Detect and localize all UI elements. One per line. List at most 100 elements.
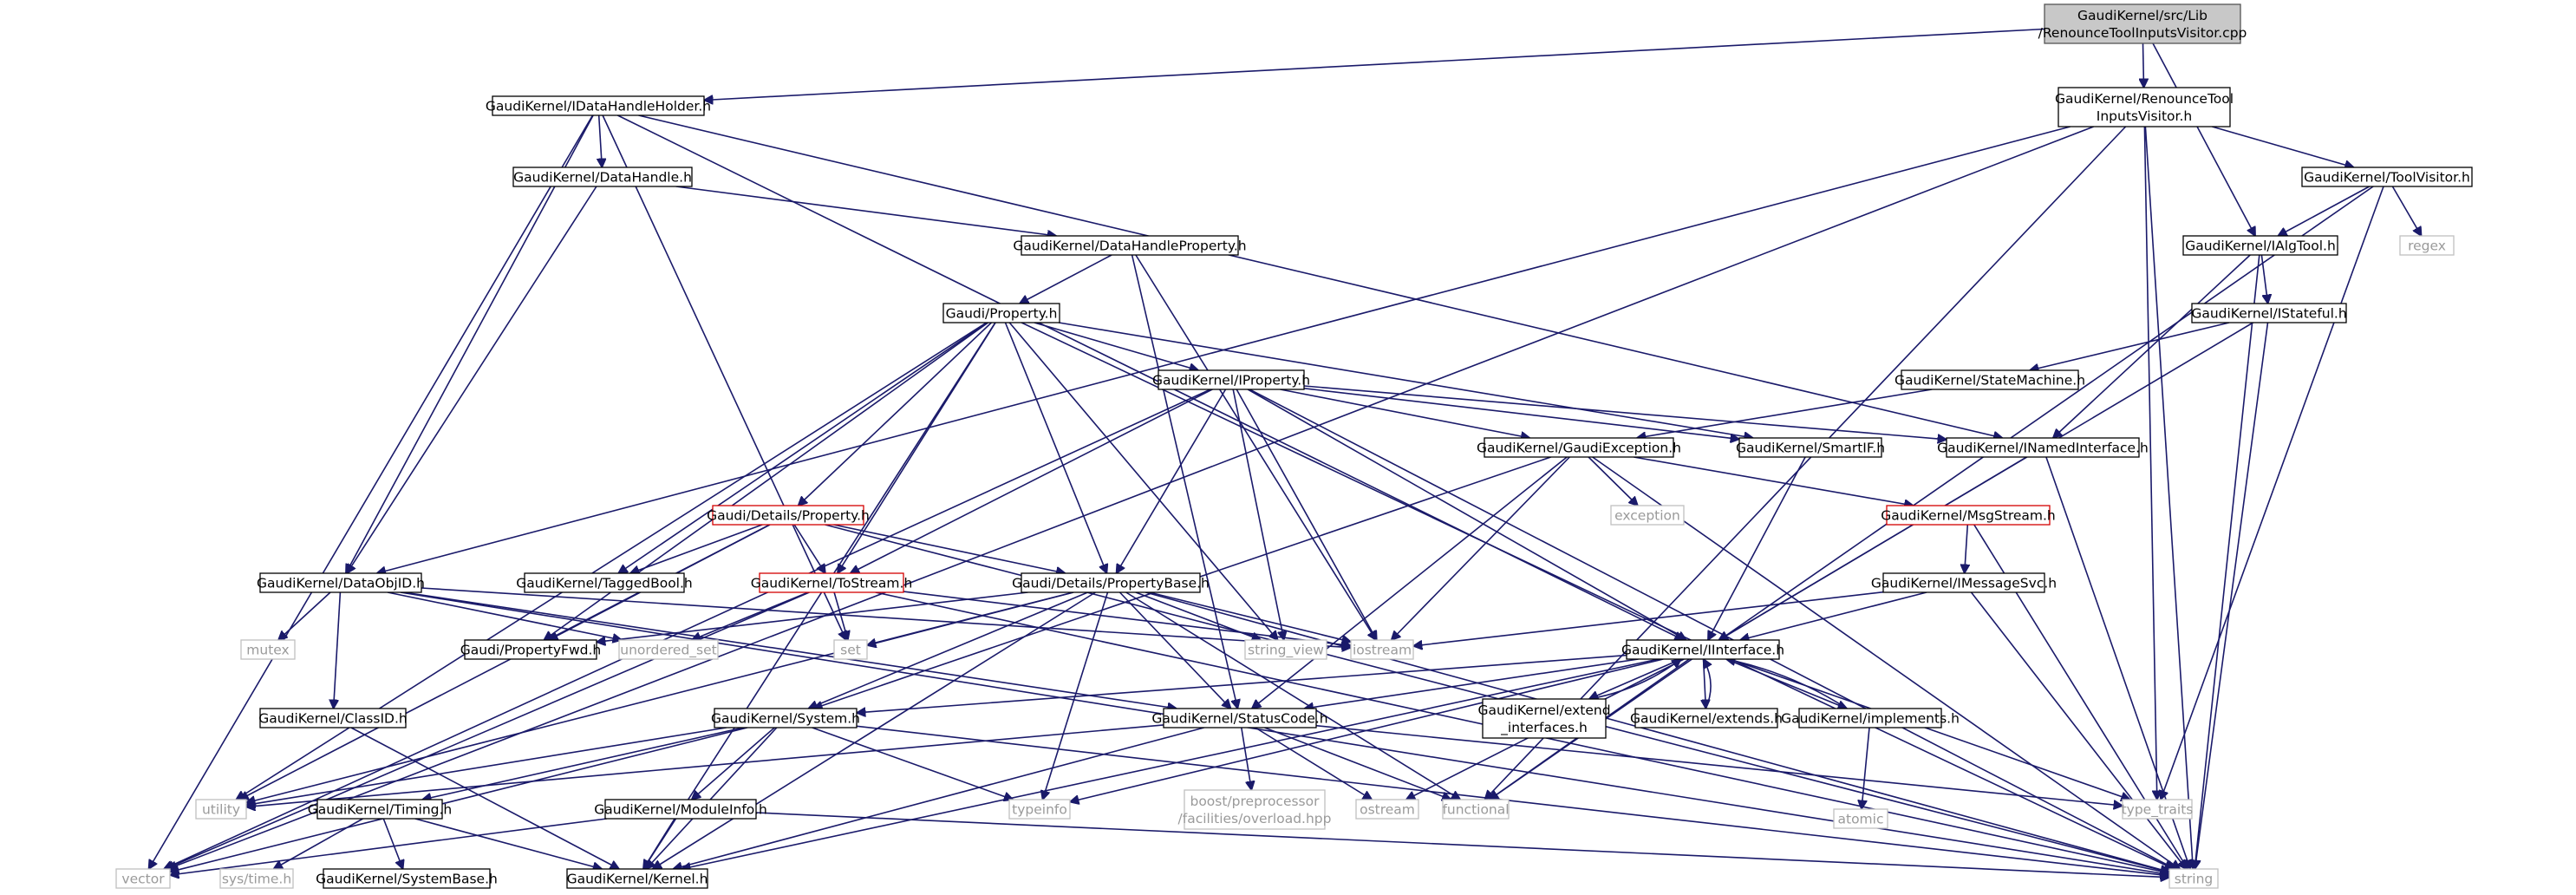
node-label: GaudiKernel/MsgStream.h (1881, 508, 2056, 524)
node-label: set (840, 643, 861, 658)
edge-PropertyBase-to-functional (1125, 591, 1461, 800)
node-ClassID[interactable]: GaudiKernel/ClassID.h (258, 708, 408, 728)
node-ToStream[interactable]: GaudiKernel/ToStream.h (751, 572, 913, 593)
edge-DataHandle-to-DataObjID (347, 186, 597, 573)
node-label: sys/time.h (222, 872, 291, 887)
edge-IInterface-to-Kernel (681, 658, 1659, 869)
edge-GaudiException-to-iostream (1392, 456, 1570, 640)
edge-IAlgTool-to-string (2194, 254, 2260, 869)
edge-root-to-IDataHandleHolder (704, 28, 2045, 101)
node-IAlgTool[interactable]: GaudiKernel/IAlgTool.h (2182, 235, 2338, 256)
edge-PropertyBase-to-string_view (1135, 591, 1261, 640)
node-box (604, 799, 757, 820)
node-DataHandleProperty[interactable]: GaudiKernel/DataHandleProperty.h (1013, 235, 1247, 256)
edge-extends-to-IInterface (1704, 659, 1711, 709)
node-label: unordered_set (620, 643, 716, 659)
edge-PropertyBase-to-System (808, 591, 1088, 709)
node-label: GaudiKernel/ToStream.h (751, 576, 913, 591)
edge-INamedInterface-to-IInterface (1719, 456, 2027, 640)
node-label: GaudiKernel/RenounceTool (2055, 91, 2234, 107)
node-ToolVisitor[interactable]: GaudiKernel/ToolVisitor.h (2301, 167, 2473, 187)
edge-Timing-to-Kernel (414, 818, 602, 869)
edge-implements-to-atomic (1862, 727, 1870, 809)
node-box (323, 868, 491, 889)
node-box (2168, 868, 2219, 889)
node-GaudiException[interactable]: GaudiKernel/GaudiException.h (1477, 437, 1681, 458)
node-label: GaudiKernel/DataHandle.h (513, 170, 692, 186)
node-label: GaudiKernel/IDataHandleHolder.h (486, 99, 711, 114)
node-IProperty[interactable]: GaudiKernel/IProperty.h (1152, 369, 1310, 390)
node-box (1901, 369, 2079, 390)
node-box (1008, 799, 1071, 820)
edge-DetailsProperty-to-utility (239, 524, 771, 800)
edge-ToolVisitor-to-functional (1490, 186, 2374, 800)
node-IInterface[interactable]: GaudiKernel/IInterface.h (1621, 639, 1784, 660)
node-DataHandle[interactable]: GaudiKernel/DataHandle.h (512, 167, 693, 187)
node-box (524, 572, 685, 593)
edge-Property-to-TaggedBool (618, 322, 988, 573)
node-iostream: iostream (1350, 639, 1414, 660)
edge-IAlgTool-to-IStateful (2260, 254, 2267, 304)
node-box (1626, 639, 1780, 660)
edge-PropertyBase-to-iostream (1149, 591, 1351, 642)
node-sys_time: sys/time.h (219, 868, 294, 889)
node-Timing[interactable]: GaudiKernel/Timing.h (308, 799, 453, 820)
edge-DataHandleProperty-to-StatusCode (1131, 254, 1238, 709)
node-IStateful[interactable]: GaudiKernel/IStateful.h (2191, 303, 2347, 323)
node-ostream: ostream (1355, 799, 1419, 820)
node-StateMachine[interactable]: GaudiKernel/StateMachine.h (1895, 369, 2085, 390)
node-box (1886, 505, 2051, 526)
node-TaggedBool[interactable]: GaudiKernel/TaggedBool.h (516, 572, 693, 593)
node-SmartIF[interactable]: GaudiKernel/SmartIF.h (1736, 437, 1885, 458)
edge-IProperty-to-iostream (1236, 389, 1377, 640)
node-label: InputsVisitor.h (2097, 108, 2192, 124)
node-MsgStream[interactable]: GaudiKernel/MsgStream.h (1881, 505, 2056, 526)
node-DataObjID[interactable]: GaudiKernel/DataObjID.h (257, 572, 425, 593)
node-IMessageSvc[interactable]: GaudiKernel/IMessageSvc.h (1871, 572, 2057, 593)
node-box (1350, 639, 1414, 660)
node-PropertyBase[interactable]: Gaudi/Details/PropertyBase.h (1012, 572, 1210, 593)
node-box (512, 167, 693, 187)
node-RenounceToolInputsVisitor[interactable]: GaudiKernel/RenounceToolInputsVisitor.h (2055, 87, 2234, 127)
edge-System-to-utility (246, 727, 727, 805)
node-SystemBase[interactable]: GaudiKernel/SystemBase.h (316, 868, 498, 889)
edge-ToolVisitor-to-IAlgTool (2278, 186, 2371, 236)
node-label: ostream (1360, 802, 1415, 818)
node-label: type_traits (2122, 802, 2194, 819)
node-box (1158, 369, 1305, 390)
node-INamedInterface[interactable]: GaudiKernel/INamedInterface.h (1937, 437, 2149, 458)
node-Kernel[interactable]: GaudiKernel/Kernel.h (566, 868, 708, 889)
node-label: GaudiKernel/src/Lib (2077, 8, 2208, 23)
node-box (259, 572, 422, 593)
node-PropertyFwd[interactable]: Gaudi/PropertyFwd.h (460, 639, 601, 660)
edge-DataObjID-to-StatusCode (403, 591, 1177, 709)
node-DetailsProperty[interactable]: Gaudi/Details/Property.h (707, 505, 870, 526)
node-root[interactable]: GaudiKernel/src/Lib/RenounceToolInputsVi… (2038, 3, 2247, 44)
node-ModuleInfo[interactable]: GaudiKernel/ModuleInfo.h (594, 799, 767, 820)
edge-System-to-string (856, 725, 2169, 876)
edge-ToolVisitor-to-regex (2391, 186, 2421, 236)
edge-PropertyBase-to-PropertyFwd (597, 591, 1028, 642)
node-label: string_view (1248, 643, 1324, 659)
node-implements[interactable]: GaudiKernel/implements.h (1781, 708, 1960, 728)
node-box (1484, 437, 1674, 458)
node-string: string (2168, 868, 2219, 889)
edge-IProperty-to-IInterface (1247, 389, 1686, 640)
node-extend_interfaces[interactable]: GaudiKernel/extend_interfaces.h (1477, 698, 1611, 739)
edge-IInterface-to-implements (1725, 658, 1847, 709)
node-IDataHandleHolder[interactable]: GaudiKernel/IDataHandleHolder.h (486, 95, 711, 116)
edge-PropertyBase-to-StatusCode (1118, 591, 1231, 709)
node-Property[interactable]: Gaudi/Property.h (942, 303, 1060, 323)
node-functional: functional (1442, 799, 1510, 820)
edge-IProperty-to-SmartIF (1303, 388, 1739, 440)
node-extends[interactable]: GaudiKernel/extends.h (1630, 708, 1783, 728)
edge-MsgStream-to-string (1973, 524, 2188, 869)
edge-ClassID-to-Kernel (350, 727, 619, 869)
node-label: functional (1442, 802, 1509, 818)
edge-ToStream-to-unordered_set (692, 591, 809, 640)
edge-ToStream-to-set (833, 591, 848, 640)
edge-DetailsProperty-to-ToStream (793, 524, 825, 573)
node-box (2044, 3, 2241, 44)
node-System[interactable]: GaudiKernel/System.h (711, 708, 860, 728)
node-StatusCode[interactable]: GaudiKernel/StatusCode.h (1151, 708, 1328, 728)
